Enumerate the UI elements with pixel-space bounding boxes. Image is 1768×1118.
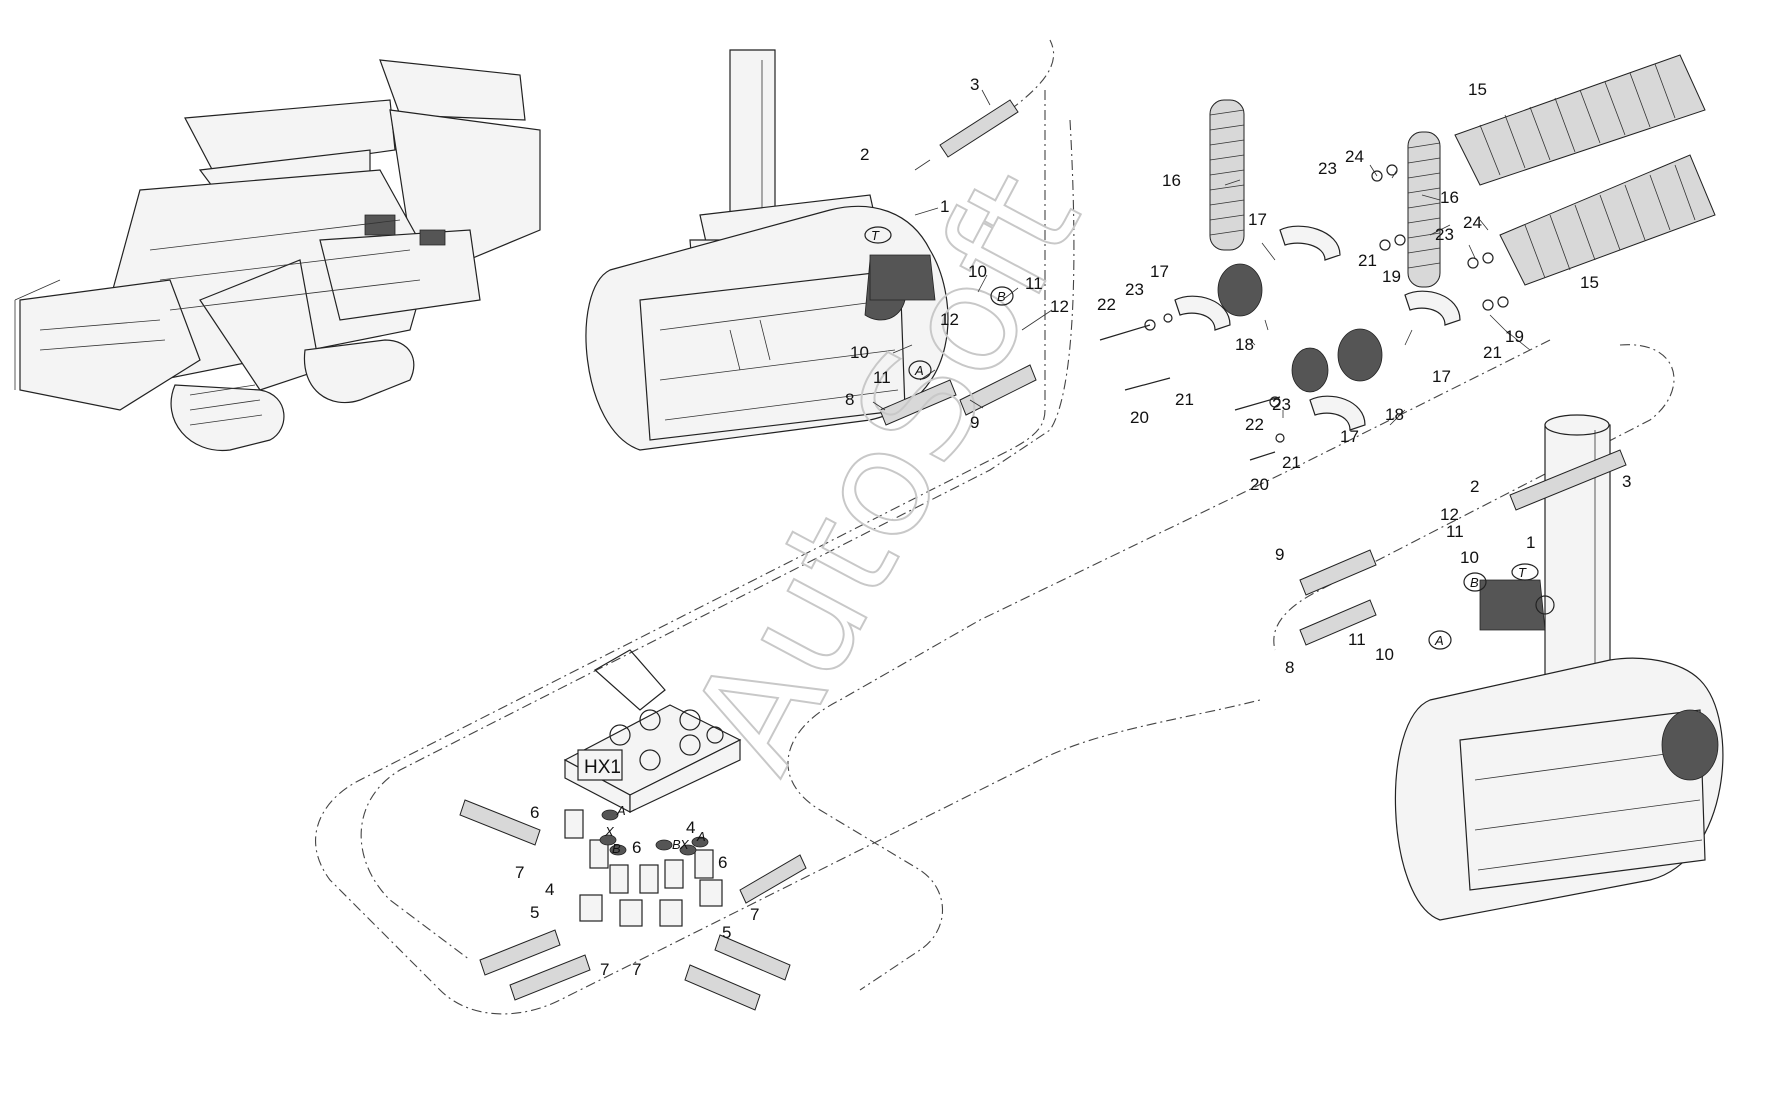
callout-19: 19 — [1382, 267, 1401, 286]
hx1-label-box — [577, 749, 623, 781]
spiral-guard-15-lower — [1499, 154, 1716, 286]
hx1-valve-block: HX1 — [563, 649, 742, 813]
callout-7: 7 — [600, 960, 609, 979]
callout-23: 23 — [1318, 159, 1337, 178]
block-port-b2: B — [672, 837, 681, 852]
hydraulic-motors — [869, 254, 1555, 631]
callout-9: 9 — [1275, 545, 1284, 564]
callout-1: 1 — [940, 197, 949, 216]
port-tags: T B A T B A A X B B X A — [604, 226, 1539, 856]
callout-5: 5 — [530, 903, 539, 922]
block-port-b1: B — [612, 841, 621, 856]
spring-16-left — [1209, 99, 1245, 251]
callout-16: 16 — [1162, 171, 1181, 190]
callout-20: 20 — [1250, 475, 1269, 494]
callout-18: 18 — [1235, 335, 1254, 354]
hoses — [459, 99, 1627, 1011]
callout-8: 8 — [1285, 658, 1294, 677]
callout-11: 11 — [1348, 630, 1366, 649]
clamp-parts — [1174, 225, 1461, 431]
block-port-x1: X — [604, 824, 615, 839]
fasteners — [1099, 164, 1509, 461]
port-tag-b-left: B — [997, 289, 1006, 304]
callout-17: 17 — [1340, 427, 1359, 446]
callout-11: 11 — [1025, 274, 1043, 293]
callout-22: 22 — [1097, 295, 1116, 314]
callout-15: 15 — [1580, 273, 1599, 292]
callout-2: 2 — [1470, 477, 1479, 496]
callout-18: 18 — [1385, 405, 1404, 424]
callout-21: 21 — [1175, 390, 1194, 409]
callout-12: 12 — [1050, 297, 1069, 316]
spring-16-right — [1407, 131, 1441, 288]
callout-5: 5 — [722, 923, 731, 942]
callout-24: 24 — [1463, 213, 1482, 232]
hx1-label: HX1 — [584, 757, 621, 778]
block-port-a1: A — [616, 803, 626, 818]
callout-10: 10 — [1375, 645, 1394, 664]
callout-19: 19 — [1505, 327, 1524, 346]
callout-21: 21 — [1483, 343, 1502, 362]
callout-2: 2 — [860, 145, 869, 164]
left-track-assembly — [585, 49, 949, 451]
callout-22: 22 — [1245, 415, 1264, 434]
fittings-cluster — [564, 809, 723, 927]
port-tag-b-right: B — [1470, 575, 1479, 590]
port-tag-t-right: T — [1518, 565, 1527, 580]
port-tag-a-left: A — [914, 363, 924, 378]
callout-6: 6 — [718, 853, 727, 872]
machine-overview-illustration — [14, 59, 541, 452]
callout-10: 10 — [1460, 548, 1479, 567]
callout-23: 23 — [1435, 225, 1454, 244]
callout-17: 17 — [1150, 262, 1169, 281]
callout-7: 7 — [515, 863, 524, 882]
block-port-a2: A — [696, 829, 706, 844]
block-port-x2: X — [679, 837, 690, 852]
callout-11: 11 — [1446, 522, 1464, 541]
callout-3: 3 — [970, 75, 979, 94]
routing-outline — [315, 39, 1675, 1015]
callout-labels: 3 2 1 10 11 12 12 10 11 8 9 16 23 24 17 … — [515, 75, 1631, 979]
callout-7: 7 — [750, 905, 759, 924]
callout-23: 23 — [1125, 280, 1144, 299]
callout-6: 6 — [530, 803, 539, 822]
port-tag-t-left: T — [871, 228, 880, 243]
callout-20: 20 — [1130, 408, 1149, 427]
callout-6: 6 — [632, 838, 641, 857]
right-track-assembly — [1394, 414, 1724, 921]
callout-21: 21 — [1358, 251, 1377, 270]
callout-3: 3 — [1622, 472, 1631, 491]
callout-17: 17 — [1432, 367, 1451, 386]
callout-12: 12 — [1440, 505, 1459, 524]
callout-17: 17 — [1248, 210, 1267, 229]
callout-15: 15 — [1468, 80, 1487, 99]
callout-12: 12 — [940, 310, 959, 329]
callout-7: 7 — [632, 960, 641, 979]
callout-16: 16 — [1440, 188, 1459, 207]
callout-10: 10 — [850, 343, 869, 362]
callout-9: 9 — [970, 413, 979, 432]
port-tag-a-right: A — [1434, 633, 1444, 648]
callout-21: 21 — [1282, 453, 1301, 472]
callout-1: 1 — [1526, 533, 1535, 552]
callout-10: 10 — [968, 262, 987, 281]
callout-8: 8 — [845, 390, 854, 409]
callout-11: 11 — [873, 368, 891, 387]
callout-4: 4 — [686, 818, 695, 837]
leader-lines — [872, 89, 1531, 426]
spiral-guard-15-upper — [1454, 54, 1706, 186]
callout-24: 24 — [1345, 147, 1364, 166]
callout-4: 4 — [545, 880, 554, 899]
callout-23: 23 — [1272, 395, 1291, 414]
